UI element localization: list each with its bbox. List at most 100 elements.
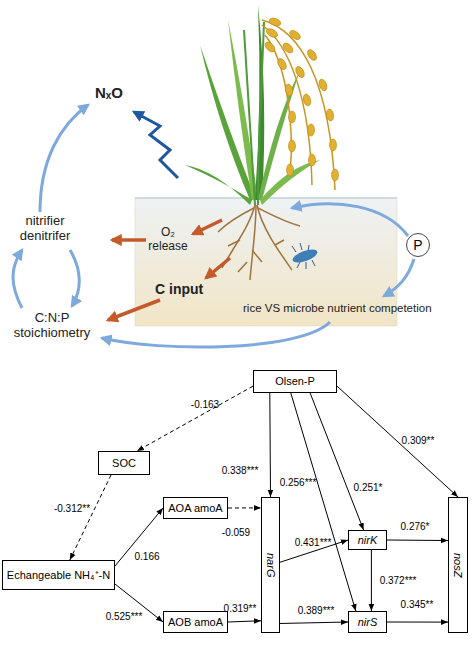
annotation-label: nitrifier denitrifer <box>6 214 84 244</box>
path-coefficient: 0.251* <box>354 482 383 493</box>
path-coefficient: 0.389*** <box>298 605 335 616</box>
path-coefficient: 0.309** <box>402 435 435 446</box>
path-coefficient: -0.059 <box>222 527 250 538</box>
annotation-label: rice VS microbe nutrient competetion <box>243 302 432 315</box>
annotation-label: NₓO <box>95 84 123 101</box>
rice-grain <box>302 93 312 106</box>
rice-leaf <box>200 45 256 200</box>
node-text: AOA amoA <box>168 502 222 515</box>
microbe <box>291 243 319 269</box>
annotation-label: C:N:P stoichiometry <box>3 311 101 341</box>
path-coefficient: 0.345** <box>401 599 434 610</box>
variable-box: AOA amoA <box>163 497 228 519</box>
path-arrow <box>228 621 261 622</box>
path-arrow <box>337 386 458 497</box>
node-text: nosZ <box>452 553 465 577</box>
cycle-arrow <box>102 322 330 347</box>
oxygen-arrow <box>112 238 146 242</box>
rice-grain <box>332 169 339 181</box>
root <box>250 205 256 280</box>
path-coefficient: 0.256*** <box>280 477 317 488</box>
rice-leaves <box>185 5 320 205</box>
rice-grain <box>276 57 288 71</box>
path-arrow <box>280 622 348 623</box>
path-arrow <box>115 508 163 566</box>
node-text: nirS <box>358 616 378 629</box>
node-text: P <box>413 237 422 253</box>
path-arrow <box>137 386 253 451</box>
rice-panicles <box>262 20 335 190</box>
path-arrow <box>310 393 363 530</box>
path-arrow <box>387 622 448 623</box>
emission-zigzag <box>134 112 178 178</box>
cycle-arrow <box>70 250 79 306</box>
path-coefficient: 0.276* <box>401 521 430 532</box>
oxygen-arrow <box>193 220 222 234</box>
path-coefficient: 0.319** <box>224 603 257 614</box>
rice-stem <box>244 30 255 205</box>
root <box>218 208 254 232</box>
cycle-arrow <box>13 250 22 308</box>
variable-box: nirS <box>348 611 387 633</box>
panicle-axis <box>262 20 335 190</box>
panicle-axis <box>265 35 291 175</box>
annotation-label: C input <box>155 281 203 297</box>
carbon-arrow <box>108 300 160 320</box>
rice-grain <box>289 111 296 123</box>
variable-box: SOC <box>98 451 150 475</box>
rice-grain <box>281 41 294 54</box>
variable-box: Olsen-P <box>253 370 337 393</box>
rice-grain <box>294 65 306 79</box>
path-arrow <box>371 550 372 611</box>
rice-grain <box>284 83 293 96</box>
rice-stems <box>244 22 264 205</box>
path-coefficient: -0.163 <box>191 399 219 410</box>
cycle-arrow <box>40 105 88 212</box>
rice-leaf <box>185 165 252 205</box>
nutrient-circle: P <box>406 233 430 257</box>
root <box>258 208 300 226</box>
rice-grain <box>289 140 296 152</box>
path-arrow <box>291 393 356 611</box>
rice-grain <box>309 154 316 166</box>
node-text: SOC <box>112 457 136 470</box>
path-arrow <box>228 507 261 508</box>
path-arrow <box>70 475 111 560</box>
microbe-body <box>291 247 319 265</box>
rice-grain <box>330 139 337 151</box>
rice-grain <box>263 40 276 53</box>
rice-grain <box>265 27 279 39</box>
node-text: AOB amoA <box>168 616 223 629</box>
path-coefficient: 0.431*** <box>295 537 332 548</box>
path-arrow <box>280 540 348 562</box>
path-coefficient: 0.338*** <box>222 465 259 476</box>
root-branch <box>228 240 284 272</box>
rice-roots <box>218 205 300 280</box>
rice-grain <box>306 48 319 62</box>
variable-box: nirK <box>348 530 387 550</box>
rice-leaf <box>258 70 300 200</box>
variable-box: AOB amoA <box>163 611 228 633</box>
red-arrows <box>108 220 230 320</box>
rice-stem <box>258 22 264 205</box>
variable-box: Echangeable NH₄⁺-N <box>2 560 115 590</box>
variable-box: narG <box>261 497 280 633</box>
cycle-arrow <box>292 204 408 236</box>
variable-box: nosZ <box>448 497 468 633</box>
node-text: Olsen-P <box>275 375 315 388</box>
path-coefficient: -0.312** <box>54 503 90 514</box>
path-arrow <box>269 393 271 497</box>
node-text: nirK <box>358 534 378 547</box>
path-arrow <box>115 584 163 622</box>
path-coefficient: 0.525*** <box>106 611 143 622</box>
carbon-arrow <box>206 258 230 278</box>
annotation-label: O₂ release <box>143 226 193 254</box>
node-text: narG <box>264 553 277 577</box>
rice-grain <box>326 108 335 121</box>
rice-grain <box>308 124 315 136</box>
rice-grains <box>263 17 338 181</box>
rice-grain <box>318 78 329 92</box>
path-arrow <box>387 540 448 542</box>
